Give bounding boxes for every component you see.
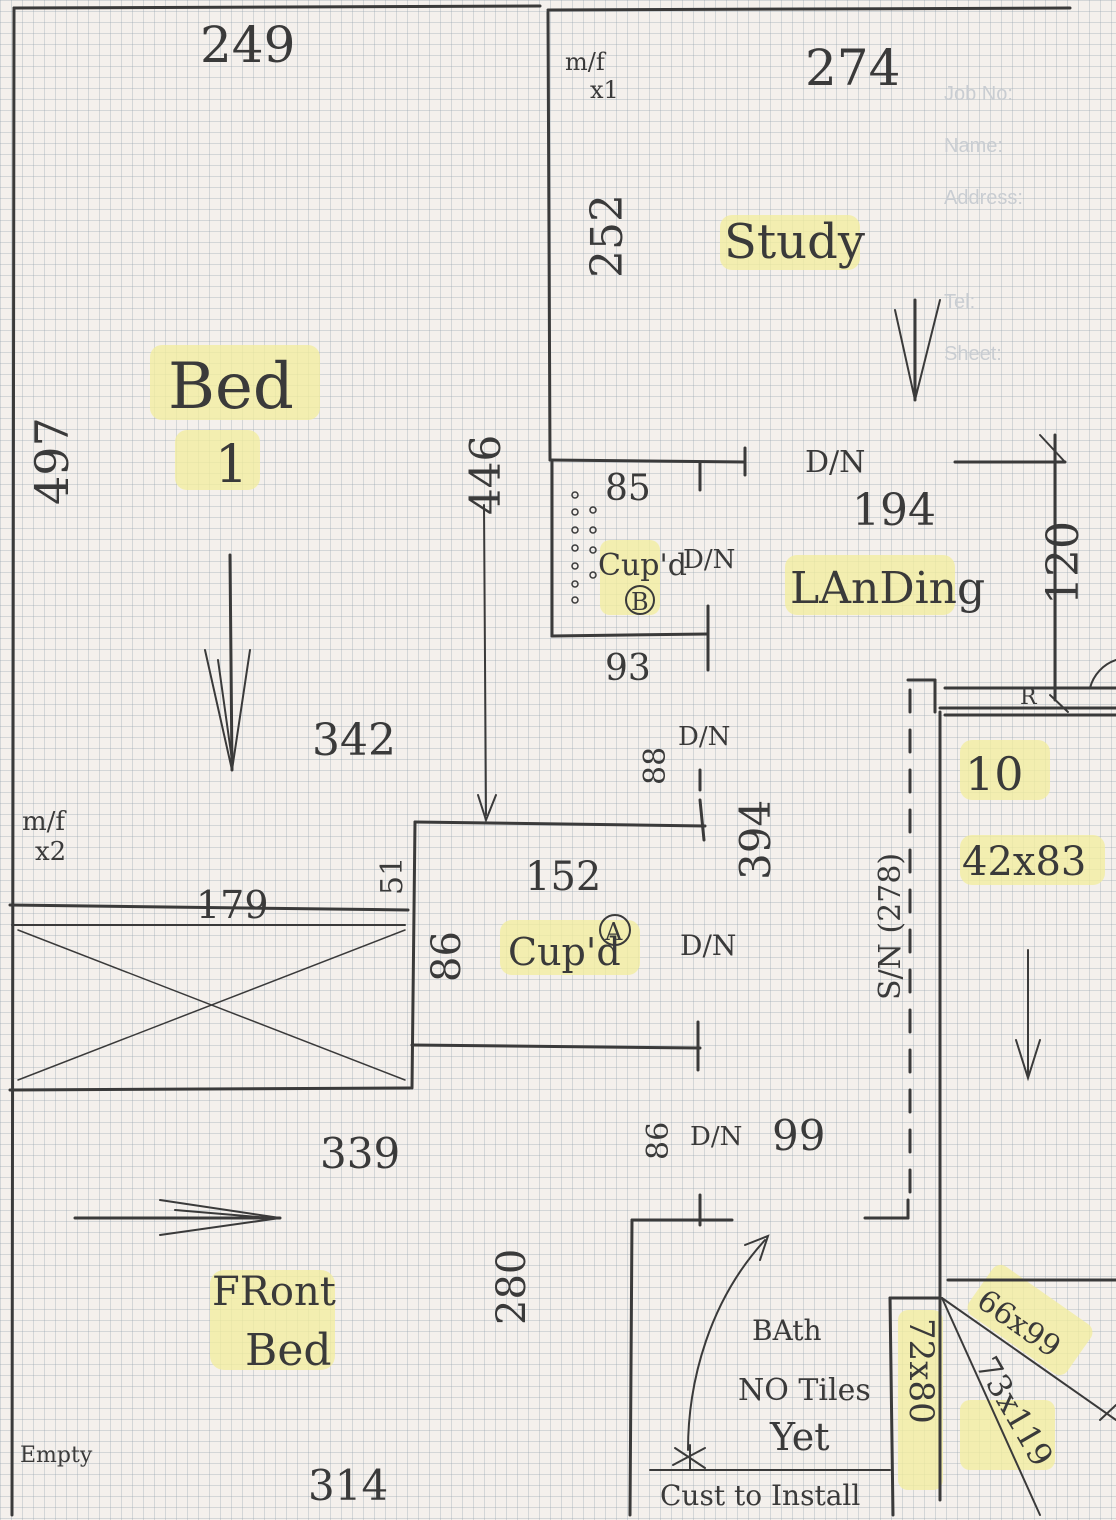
- bath-line3: Yet: [769, 1415, 830, 1459]
- bed1-name: Bed: [168, 350, 294, 424]
- stair-s3: 72x80: [901, 1318, 941, 1424]
- cupboard-b-marker-circle: [625, 585, 655, 615]
- bed1-height: 497: [25, 417, 79, 505]
- form-sheet: Sheet:: [944, 343, 1002, 365]
- cupboard-a-width: 152: [525, 854, 601, 900]
- form-fields: Job No: Name: Address: Tel: Sheet:: [944, 83, 1023, 365]
- cupboard-b-top: 85: [605, 468, 651, 509]
- corridor-length-top: 446: [461, 435, 510, 515]
- bath-width: 99: [772, 1111, 825, 1160]
- cupboard-b-bottom: 93: [605, 648, 651, 689]
- room-10-mark: R: [1020, 685, 1038, 710]
- bed1-width: 249: [200, 16, 295, 74]
- form-tel: Tel:: [944, 291, 975, 313]
- bed1-number: 1: [215, 435, 248, 495]
- walls: [8, 4, 1116, 1517]
- front-bed-note: Empty: [20, 1443, 93, 1468]
- cupboard-a-side: 51: [375, 857, 410, 895]
- bath-note: Cust to Install: [660, 1479, 860, 1512]
- landing-width: 194: [852, 485, 936, 536]
- front-bed-line2: Bed: [245, 1325, 332, 1376]
- front-bed-bottom: 314: [308, 1461, 388, 1510]
- study-side: 252: [582, 194, 633, 278]
- landing-name: LAnDing: [790, 563, 985, 614]
- study-name: Study: [724, 214, 865, 270]
- landing-door: D/N: [805, 445, 865, 480]
- bath-door-size: 86: [641, 1122, 676, 1160]
- bath-door: D/N: [690, 1122, 742, 1152]
- stair-label: S/N (278): [873, 853, 908, 1000]
- highlights: [150, 215, 1105, 1490]
- front-bed-width: 339: [320, 1129, 400, 1178]
- form-job-no: Job No:: [944, 83, 1013, 105]
- front-bed-box-width: 179: [196, 883, 269, 927]
- cupboard-a-marker-circle: [599, 914, 631, 946]
- cupboard-b-name: Cup'd: [598, 548, 687, 583]
- bath-line2: NO Tiles: [738, 1373, 871, 1408]
- room-10-name: 10: [965, 747, 1024, 801]
- landing-side: 120: [1038, 521, 1089, 605]
- study-width: 274: [805, 39, 900, 97]
- corridor-door: D/N: [678, 722, 730, 752]
- bed1-hall: 342: [312, 715, 396, 766]
- corridor-length: 394: [731, 800, 780, 880]
- cupboard-b-dots: [571, 491, 597, 604]
- corridor-door-size: 88: [638, 747, 673, 785]
- cupboard-a-door: D/N: [680, 929, 736, 962]
- cupboard-a-depth: 86: [424, 931, 470, 982]
- form-name: Name:: [944, 135, 1003, 157]
- cupboard-a-marker: A: [604, 918, 623, 946]
- room-10-size: 42x83: [962, 839, 1086, 885]
- form-address: Address:: [944, 187, 1023, 209]
- bath-line1: BAth: [752, 1314, 822, 1347]
- cupboard-a-name: Cup'd: [508, 930, 621, 974]
- front-bed-line1: FRont: [212, 1269, 336, 1315]
- front-bed-side: 280: [489, 1249, 535, 1325]
- direction-arrows: [73, 298, 1069, 1471]
- cupboard-b-door: D/N: [683, 545, 735, 575]
- cupboard-b-marker: B: [631, 588, 649, 616]
